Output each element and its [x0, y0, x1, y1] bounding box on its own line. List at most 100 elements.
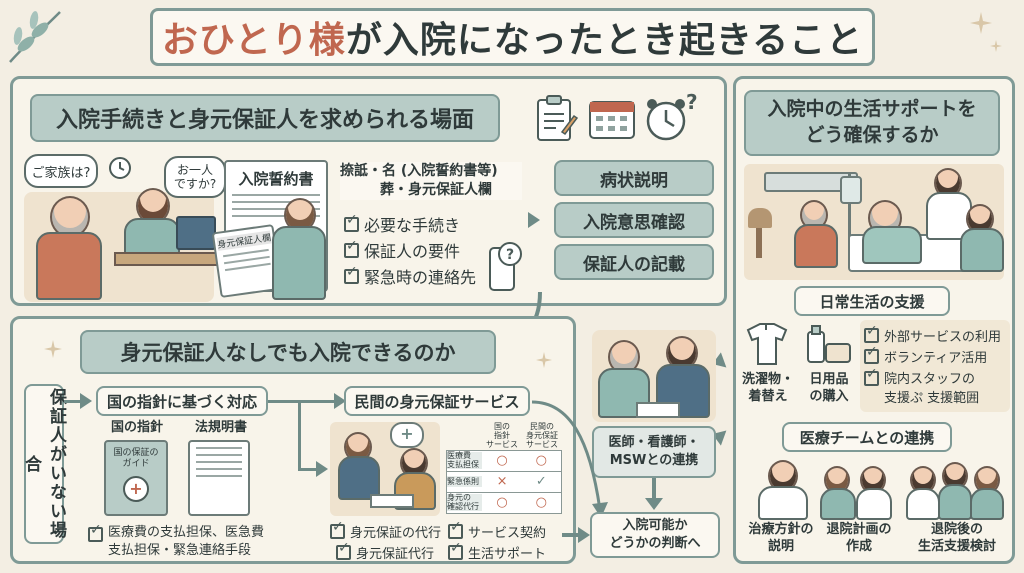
contract-scene: +	[330, 422, 440, 516]
check-item: 保証人の要件	[344, 238, 476, 262]
long-curve-arrow	[531, 400, 608, 518]
private-to-judge-line	[562, 533, 582, 537]
guideline-book: 国の保証の ガイド +	[104, 440, 168, 516]
checkbox-icon	[344, 264, 359, 284]
arrow-right-icon	[334, 393, 346, 409]
checkbox-icon	[864, 344, 879, 364]
gov-check: 医療費の支払担保、医急費 支払担保・緊急連絡手段	[88, 522, 298, 561]
elder-avatar	[50, 196, 90, 238]
sparkle-icon	[44, 340, 62, 358]
check-label: 生活サポート	[468, 547, 547, 562]
arrow-right-icon	[316, 461, 328, 477]
private-checks-left: 身元保証の代行 身元保証代行	[330, 519, 442, 564]
check-item: 身元保証代行	[330, 540, 441, 562]
section-life-support-heading: 入院中の生活サポートを どう確保するか	[744, 90, 1000, 156]
page-title: おひとり様が入院になったとき起きること	[150, 8, 875, 66]
checkbox-icon	[448, 519, 463, 539]
clock-icon	[646, 99, 686, 141]
check-item: 医療費の支払担保、医急費 支払担保・緊急連絡手段	[88, 522, 298, 559]
check-item: 生活サポート	[448, 540, 547, 562]
clipboard-icon	[537, 95, 579, 141]
title-highlight: おひとり様	[161, 20, 346, 61]
supplies-icon	[807, 325, 851, 363]
daily-item-laundry: 洗濯物・ 着替え	[741, 372, 794, 404]
table-head: 民間の 身元保証 サービス	[526, 422, 558, 450]
checkbox-icon	[448, 540, 463, 560]
elder-body	[36, 232, 102, 300]
medical-team-label: 医療チームとの連携	[782, 422, 952, 452]
item-intent-confirmation: 入院意思確認	[554, 202, 714, 238]
support-checklist: 外部サービスの利用 ボランティア活用 院内スタッフの 支援ぷ 支援範囲	[860, 320, 1010, 412]
table-cell: 身元の 確認代行	[447, 493, 483, 512]
table-row: 医療費 支払担保 ○ ○	[446, 449, 562, 472]
doc-note-line1: 捺詆・名 (入院誓約書等)	[340, 163, 498, 179]
guarantor-form-label: 身元保証人欄	[216, 230, 272, 251]
lamp	[748, 208, 772, 228]
daily-support-label: 日常生活の支援	[794, 286, 950, 316]
admission-judgement-label: 入院可能か どうかの判断へ	[590, 512, 720, 558]
table-cell: 医療費 支払担保	[447, 451, 483, 470]
table-cell: ✓	[535, 474, 547, 490]
checkbox-icon	[344, 238, 359, 258]
arrow-right-icon	[80, 393, 92, 409]
pledge-document-title: 入院誓約書	[238, 170, 314, 188]
team-item-treatment: 治療方針の 説明	[748, 522, 814, 554]
sparkle-icon	[970, 12, 992, 34]
check-item: 外部サービスの利用	[864, 323, 1006, 345]
check-label: 緊急時の連絡先	[364, 268, 477, 287]
monitor	[176, 216, 216, 250]
check-label: 必要な手続き	[364, 216, 461, 235]
check-label: 外部サービスの利用	[884, 330, 1002, 345]
table-cell: ○	[496, 453, 508, 469]
daily-item-shopping: 日用品 の購入	[809, 372, 849, 404]
comparison-table: 国の 指針 サービス 民間の 身元保証 サービス 医療費 支払担保 ○ ○ 緊急…	[446, 422, 562, 514]
title-rest: が入院になったとき起きること	[345, 20, 864, 61]
no-guarantor-side-label: 保証人がいない場合	[21, 384, 66, 544]
table-row: 緊急係則 × ✓	[446, 471, 562, 493]
item-guarantor-entry: 保証人の記載	[554, 244, 714, 280]
table-cell: 緊急係則	[447, 476, 483, 488]
team-item-post-discharge: 退院後の 生活支援検討	[917, 522, 996, 554]
sparkle-icon	[990, 40, 1002, 52]
check-item: 身元保証の代行	[330, 519, 442, 541]
speech-bubble-alone: お一人 ですか?	[164, 156, 226, 198]
table-row: 身元の 確認代行 ○ ○	[446, 492, 562, 514]
team-item-discharge-plan: 退院計画の 作成	[826, 522, 892, 554]
check-label: 院内スタッフの 支援ぷ 支援範囲	[884, 372, 980, 406]
iv-stand	[848, 174, 851, 264]
check-item: ボランティア活用	[864, 344, 1006, 366]
checkbox-icon	[336, 540, 351, 560]
check-label: 医療費の支払担保、医急費 支払担保・緊急連絡手段	[108, 525, 265, 558]
table-cell: ○	[496, 495, 508, 511]
phone-icon: ?	[489, 242, 522, 291]
question-icon: ?	[686, 90, 698, 114]
table-cell: ○	[535, 453, 548, 469]
svg-text:?: ?	[506, 247, 514, 263]
admission-checklist: 必要な手続き 保証人の要件 緊急時の連絡先	[344, 210, 476, 290]
doctor-coordination-label: 医師・看護師・ MSWとの連携	[592, 426, 716, 478]
doc-note: 捺詆・名 (入院誓約書等) 葬・身元保証人欄	[340, 162, 522, 200]
check-label: 身元保証の代行	[350, 526, 442, 541]
arrow-right-icon	[528, 212, 540, 228]
table-cell: ×	[496, 474, 508, 490]
arrow-down-icon	[645, 498, 663, 510]
leaf-icon	[9, 11, 61, 63]
hospital-room-scene	[744, 164, 1004, 280]
check-item: 院内スタッフの 支援ぷ 支援範囲	[864, 366, 1006, 406]
regulation-doc	[188, 440, 250, 516]
branch-line	[64, 400, 80, 403]
consult-scene	[592, 330, 716, 422]
checkbox-icon	[864, 323, 879, 343]
check-label: ボランティア活用	[884, 351, 988, 366]
checkbox-icon	[864, 366, 879, 386]
doc-note-line2: 葬・身元保証人欄	[380, 181, 492, 198]
table-cell: ○	[535, 495, 548, 511]
check-label: 身元保証代行	[356, 547, 435, 562]
private-service-label: 民間の身元保証サービス	[344, 386, 530, 416]
speech-bubble-family: ご家族は?	[24, 154, 98, 188]
section-admission-heading: 入院手続きと身元保証人を求められる場面	[30, 94, 500, 142]
reception-scene: ご家族は? お一人 ですか?	[24, 152, 226, 302]
table-head: 国の 指針 サービス	[486, 422, 518, 450]
item-condition-explanation: 病状説明	[554, 160, 714, 196]
sparkle-icon	[536, 352, 552, 368]
